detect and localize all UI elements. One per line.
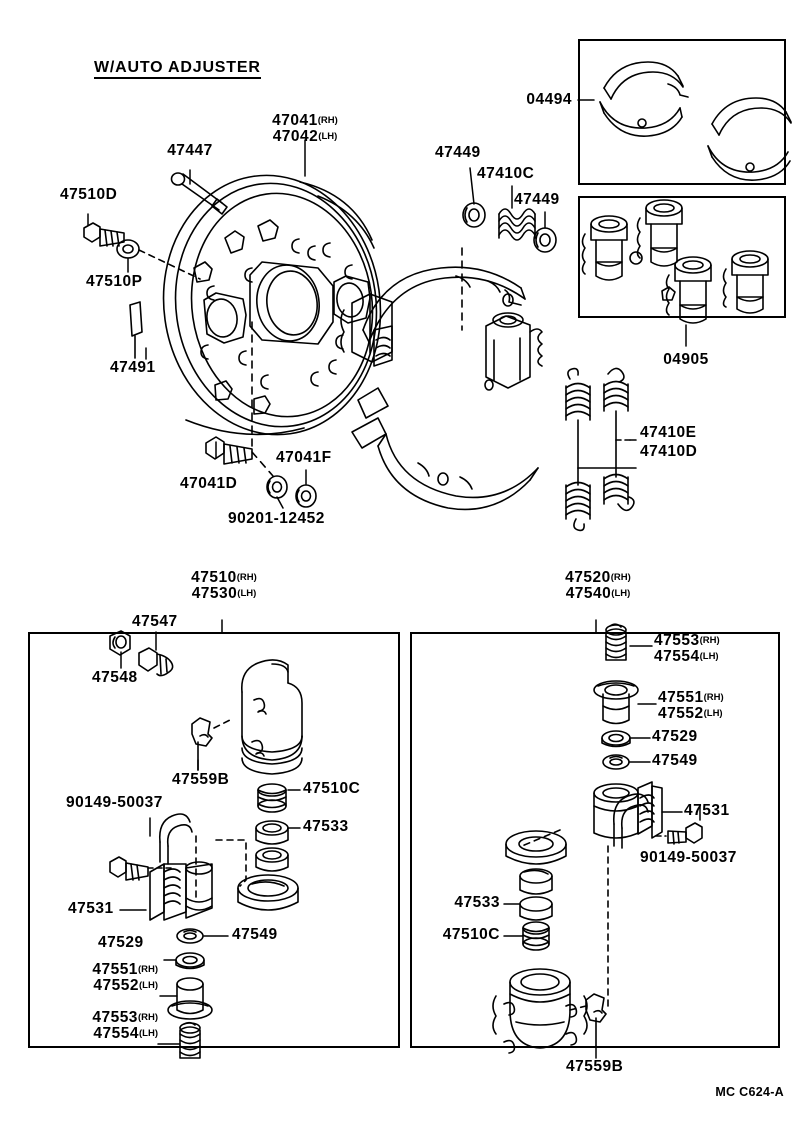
panel-right-header-text-2: 47540 <box>565 585 612 603</box>
label-suffix: (RH) <box>137 964 158 975</box>
backing-plate-art <box>162 174 382 436</box>
label-text-2: 47552 <box>93 977 139 995</box>
panel-right-art <box>492 623 703 1054</box>
nut-47041f-art <box>295 484 317 508</box>
panel-right-border <box>410 632 780 1048</box>
label-suffix: (RH) <box>317 115 338 126</box>
cup-47449-left-art <box>462 202 486 228</box>
label-cup-47533: 47533 <box>303 818 349 835</box>
label-clip-47559b-right: 47559B <box>566 1058 624 1075</box>
panel-right-header-text: 47520 <box>565 569 611 586</box>
label-piston-47531-left: 47531 <box>68 900 114 917</box>
label-spring-47410c: 47410C <box>477 165 535 182</box>
panel-left-art <box>109 630 303 1059</box>
label-piston-47531-right: 47531 <box>684 802 730 819</box>
label-ring-47529-left: 47529 <box>98 934 144 951</box>
bolt-47447-art <box>170 172 228 215</box>
label-boot-47510c: 47510C <box>303 780 361 797</box>
shoe-kit-box <box>578 39 786 185</box>
label-cup-47449-right: 47449 <box>514 191 560 208</box>
label-suffix-2: (LH) <box>139 980 158 992</box>
label-bolt-47447: 47447 <box>167 142 213 159</box>
label-shoe-kit-04494: 04494 <box>526 91 572 108</box>
label-backing-plate: 47041(RH) 47042(LH) <box>243 112 367 146</box>
label-screw-47510d: 47510D <box>60 186 118 203</box>
label-suffix: (RH) <box>137 1012 158 1023</box>
cup-47449-right-art <box>533 227 557 253</box>
label-nut-90201: 90201-12452 <box>228 510 325 527</box>
panel-left-header-suffix-2: (LH) <box>237 588 257 600</box>
panel-left-header-suffix: (RH) <box>236 572 257 583</box>
label-bolt-47553-left: 47553(RH) 47554(LH) <box>46 1009 158 1043</box>
nut-90201-art <box>266 475 288 499</box>
label-suffix-2: (LH) <box>703 708 723 720</box>
label-boot-47510c-right: 47510C <box>442 926 500 943</box>
bolt-47041d-art <box>205 436 253 465</box>
screw-47510d-art <box>83 222 125 247</box>
spring-47410c-art <box>498 208 536 241</box>
label-cup-47533-right: 47533 <box>454 894 500 911</box>
label-adjuster-47551-right: 47551(RH) 47552(LH) <box>658 689 724 723</box>
label-bolt-47041d: 47041D <box>180 475 238 492</box>
label-text: 47553 <box>92 1009 138 1026</box>
panel-right-header-suffix: (RH) <box>610 572 631 583</box>
label-text: 47551 <box>92 961 138 978</box>
leader-lines <box>87 99 701 1059</box>
label-clip-47559b: 47559B <box>172 771 230 788</box>
panel-right-header: 47520(RH) 47540(LH) <box>536 569 660 603</box>
footer-code: MC C624-A <box>715 1085 784 1099</box>
label-suffix: (RH) <box>699 635 720 646</box>
assembly-dash-1 <box>251 321 274 477</box>
label-cup-47449-left: 47449 <box>435 144 481 161</box>
label-plug-47510p: 47510P <box>86 273 143 290</box>
panel-right-header-suffix-2: (LH) <box>611 588 631 600</box>
label-spring-47410e: 47410E <box>640 424 697 441</box>
label-suffix-2: (LH) <box>699 651 719 663</box>
label-spring-47410d: 47410D <box>640 443 698 460</box>
cylinder-kit-box <box>578 196 786 318</box>
cylinder-kit-box-contents <box>581 199 769 324</box>
panel-left-header-text: 47510 <box>191 569 237 586</box>
label-suffix-2: (LH) <box>139 1028 158 1040</box>
label-text: 47041 <box>272 112 318 129</box>
label-nut-47041f: 47041F <box>276 449 332 466</box>
return-springs-art <box>565 367 637 532</box>
label-adjuster-47551-left: 47551(RH) 47552(LH) <box>46 961 158 995</box>
label-bolt-47553-right: 47553(RH) 47554(LH) <box>654 632 720 666</box>
panel-left-header-text-2: 47530 <box>191 585 238 603</box>
label-bleeder-cap-47548: 47548 <box>92 669 138 686</box>
panel-left-border <box>28 632 400 1048</box>
page-title: W/AUTO ADJUSTER <box>94 59 261 80</box>
panel-left-header: 47510(RH) 47530(LH) <box>162 569 286 603</box>
label-text: 47551 <box>658 689 704 706</box>
label-text-2: 47554 <box>93 1025 139 1043</box>
label-text-2: 47042 <box>272 128 319 146</box>
label-spring-90149-left: 90149-50037 <box>66 794 163 811</box>
pin-47491-art <box>129 301 143 359</box>
label-ring-47529-right: 47529 <box>652 728 698 745</box>
label-text: 47553 <box>654 632 700 649</box>
label-bleeder-screw-47547: 47547 <box>132 613 178 630</box>
label-text-2: 47552 <box>658 705 704 723</box>
label-suffix: (RH) <box>703 692 724 703</box>
label-pin-47491: 47491 <box>110 359 156 376</box>
label-text-2: 47554 <box>654 648 700 666</box>
brake-shoe-assembly-art <box>340 266 543 511</box>
label-cylinder-kit-04905: 04905 <box>663 351 709 368</box>
label-spring-90149-right: 90149-50037 <box>640 849 737 866</box>
label-washer-47549-left: 47549 <box>232 926 278 943</box>
label-suffix-2: (LH) <box>318 131 338 143</box>
label-washer-47549-right: 47549 <box>652 752 698 769</box>
